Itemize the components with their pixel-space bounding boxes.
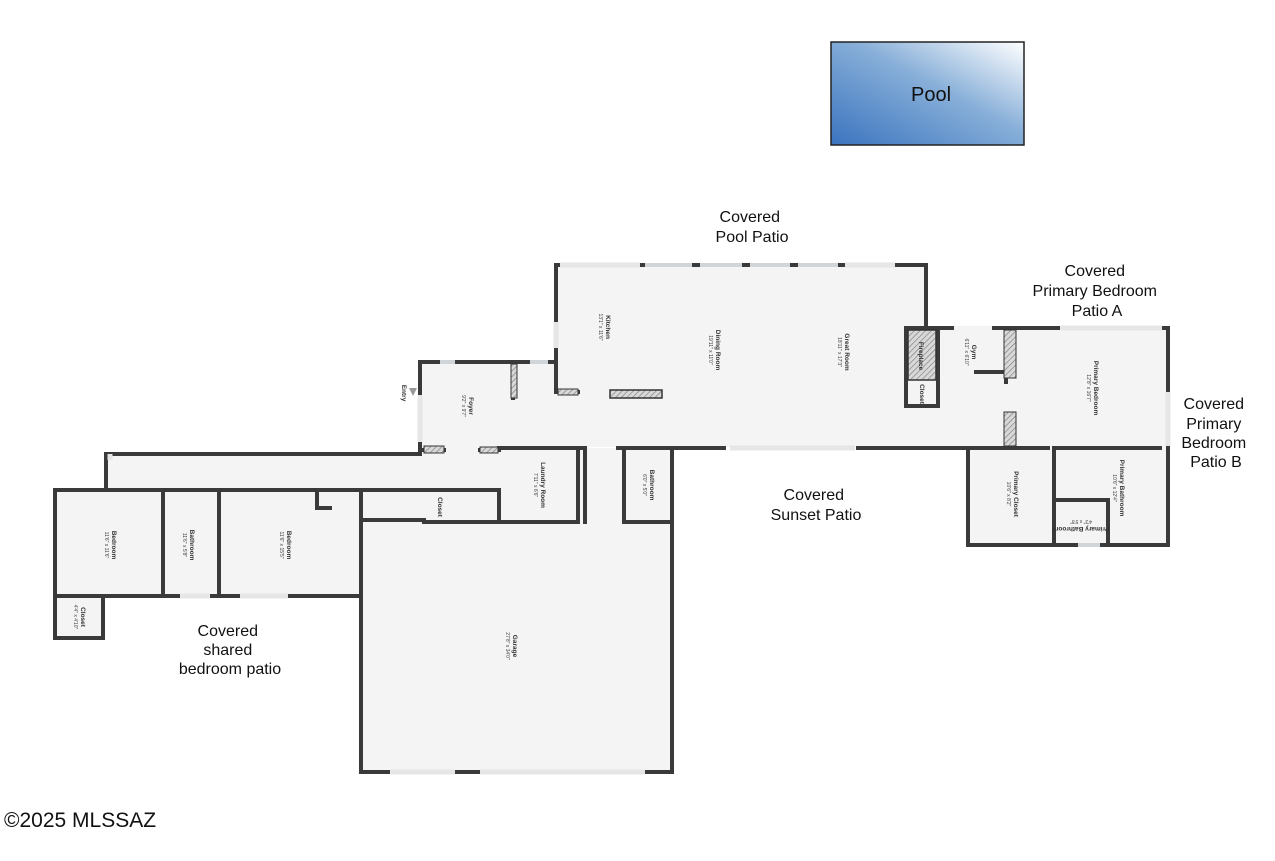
- svg-text:Kitchen: Kitchen: [604, 315, 611, 339]
- room-dining: Dining Room 19'11" x 11'0": [707, 330, 721, 371]
- svg-text:4'3" x 5'8": 4'3" x 5'8": [1070, 518, 1092, 524]
- svg-text:Closet: Closet: [79, 607, 86, 628]
- svg-text:6'11" x 6'10": 6'11" x 6'10": [963, 338, 969, 365]
- svg-text:Bedroom: Bedroom: [110, 531, 117, 560]
- svg-text:19'11" x 11'0": 19'11" x 11'0": [707, 335, 713, 365]
- room-laundry: Laundry Room 7'11" x 6'6": [532, 462, 546, 508]
- svg-text:Garage: Garage: [511, 635, 518, 658]
- room-garage: Garage 27'8" x 34'0": [504, 632, 518, 660]
- svg-text:11'6" x 11'6": 11'6" x 11'6": [103, 532, 109, 559]
- svg-text:Primary Bedroom: Primary Bedroom: [1092, 361, 1099, 416]
- svg-text:9'2" x 9'7": 9'2" x 9'7": [460, 395, 466, 417]
- svg-text:Bathroom: Bathroom: [188, 530, 195, 561]
- svg-text:Primary Closet: Primary Closet: [1012, 471, 1019, 518]
- svg-text:11'6" x 5'8": 11'6" x 5'8": [181, 533, 187, 557]
- svg-text:Closet: Closet: [918, 384, 925, 405]
- svg-text:Closet: Closet: [436, 497, 443, 518]
- room-closet-fp: Closet: [918, 384, 925, 405]
- svg-text:Primary Bathroom: Primary Bathroom: [1118, 460, 1125, 517]
- svg-text:Bathroom: Bathroom: [648, 470, 655, 501]
- floor-fills: [55, 265, 1168, 772]
- pool: Pool: [830, 41, 1025, 146]
- svg-text:18'11" x 17'3": 18'11" x 17'3": [836, 337, 842, 367]
- room-bathroom-hall: Bathroom 6'0" x 5'0": [641, 470, 655, 501]
- sunset-patio-label: Covered Sunset Patio: [771, 487, 862, 524]
- svg-text:27'8" x 34'0": 27'8" x 34'0": [504, 632, 510, 660]
- svg-text:Dining Room: Dining Room: [714, 330, 721, 371]
- room-kitchen: Kitchen 13'1" x 11'6": [597, 313, 611, 340]
- svg-text:7'11" x 6'6": 7'11" x 6'6": [532, 473, 538, 497]
- svg-text:Gym: Gym: [970, 345, 977, 360]
- room-primary-bedroom: Primary Bedroom 12'8" x 16'7": [1085, 361, 1099, 416]
- svg-text:4'4" x 4'10": 4'4" x 4'10": [72, 605, 78, 630]
- room-gym: Gym 6'11" x 6'10": [963, 338, 977, 365]
- room-primary-closet: Primary Closet 10'6" x 8'2": [1005, 471, 1019, 518]
- primary-patio-b-label: Covered Primary Bedroom Patio B: [1181, 396, 1250, 471]
- room-great: Great Room 18'11" x 17'3": [836, 333, 850, 370]
- room-bedroom-2: Bedroom 11'6" x 15'5": [278, 531, 292, 560]
- svg-text:Bedroom: Bedroom: [285, 531, 292, 560]
- entry-marker: Entry: [400, 385, 417, 402]
- room-closet-bed1: Closet 4'4" x 4'10": [72, 605, 86, 630]
- primary-patio-a-label: Covered Primary Bedroom Patio A: [1033, 263, 1162, 320]
- pool-patio-label: Covered Pool Patio: [716, 209, 789, 246]
- windows: [107, 262, 1171, 775]
- room-fireplace: Fireplace: [917, 342, 924, 371]
- pool-label: Pool: [911, 84, 951, 106]
- svg-text:6'0" x 5'0": 6'0" x 5'0": [641, 474, 647, 496]
- shared-patio-label: Covered shared bedroom patio: [179, 623, 281, 678]
- svg-text:Laundry Room: Laundry Room: [539, 462, 546, 508]
- room-primary-wc: Primary Bathroom 4'3" x 5'8": [1052, 518, 1109, 532]
- svg-text:10'6" x 12'4": 10'6" x 12'4": [1111, 474, 1117, 502]
- room-closet-hall: Closet: [436, 497, 443, 518]
- entry-label: Entry: [400, 385, 407, 402]
- svg-text:Primary Bathroom: Primary Bathroom: [1052, 525, 1109, 532]
- svg-text:12'8" x 16'7": 12'8" x 16'7": [1085, 374, 1091, 402]
- svg-text:Fireplace: Fireplace: [917, 342, 924, 371]
- hatched-elements: [423, 329, 1017, 454]
- room-primary-bathroom: Primary Bathroom 10'6" x 12'4": [1111, 460, 1125, 517]
- svg-text:10'6" x 8'2": 10'6" x 8'2": [1005, 482, 1011, 507]
- svg-text:13'1" x 11'6": 13'1" x 11'6": [597, 313, 603, 340]
- room-bathroom-2: Bathroom 11'6" x 5'8": [181, 530, 195, 561]
- room-labels: Kitchen 13'1" x 11'6" Dining Room 19'11"…: [72, 313, 1125, 659]
- room-bedroom-1: Bedroom 11'6" x 11'6": [103, 531, 117, 560]
- room-foyer: Foyer 9'2" x 9'7": [460, 395, 474, 417]
- svg-text:Great Room: Great Room: [843, 333, 850, 370]
- svg-text:Foyer: Foyer: [467, 397, 474, 415]
- outdoor-labels: Covered Pool Patio Covered Primary Bedro…: [179, 209, 1250, 678]
- copyright-watermark: ©2025 MLSSAZ: [4, 809, 157, 832]
- svg-text:11'6" x 15'5": 11'6" x 15'5": [278, 531, 284, 558]
